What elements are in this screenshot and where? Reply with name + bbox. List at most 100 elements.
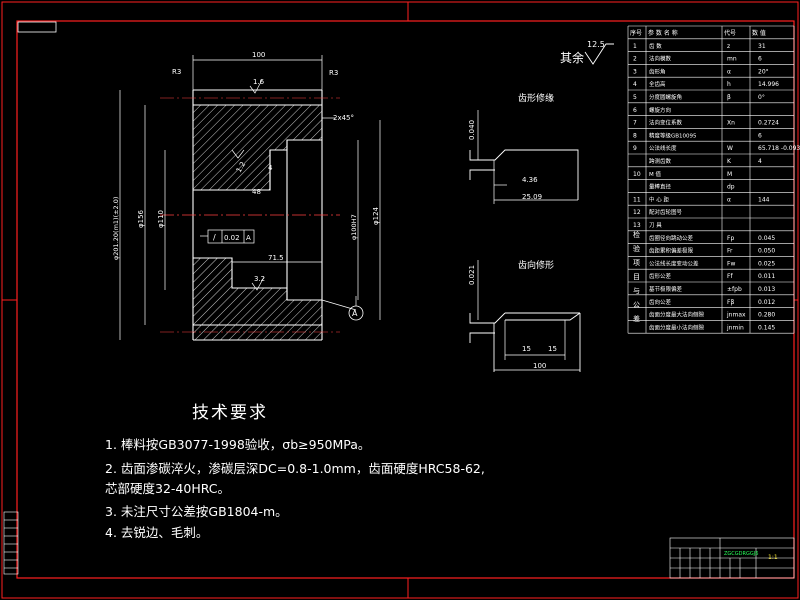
lead-total-dim: 100 (533, 362, 546, 370)
dim-bore-depth: 71.5 (268, 254, 284, 262)
dim-bore-len: 48 (252, 188, 261, 196)
table-row-code: jnmin (726, 324, 744, 331)
surface-default-value: 12.5 (587, 40, 605, 49)
table-row-name: 齿 数 (649, 42, 662, 50)
table-row-name: 齿距累积偏差极限 (649, 247, 694, 255)
table-row-code: jnmax (726, 312, 746, 319)
table-row-value: 144 (758, 196, 770, 203)
dim-radius-left: R3 (172, 68, 181, 76)
table-row-code: h (727, 81, 731, 88)
table-header: 代号 (724, 29, 736, 37)
table-row-value: 65.718 -0.093 (758, 145, 800, 152)
dim-surface-top: 1.6 (253, 78, 265, 86)
table-row-code: Ff (727, 273, 733, 280)
lead-vertical-dim: 0.021 (468, 265, 476, 285)
table-row-no: 13 (633, 222, 641, 229)
surface-symbol-top (249, 79, 263, 94)
dim-chamfer: 2x45° (333, 114, 354, 122)
crown-short-dim: 4.36 (522, 176, 538, 184)
table-row-name: 公法线长度变动公差 (649, 259, 699, 267)
table-row-no: 2 (633, 56, 637, 63)
table-row-no: 9 (633, 145, 637, 152)
dim-surface-bore: 3.2 (254, 275, 265, 283)
table-row-code: Fp (727, 235, 734, 242)
dim-dia-right: φ124 (372, 206, 380, 225)
surface-symbol-bore (251, 276, 265, 291)
table-row-code: dp (727, 184, 735, 191)
table-row-name: 齿形公差 (649, 272, 672, 280)
table-row-code: α (727, 68, 731, 75)
table-row-name: 法向变位系数 (649, 119, 683, 127)
table-row-name: 齿形角 (649, 67, 666, 75)
table-group-label-char: 差 (633, 314, 640, 323)
datum-a-circle (348, 305, 364, 321)
crown-profile-detail: 齿形修缘 0.040 4.36 25.09 (468, 92, 579, 204)
table-row-value: 20° (758, 68, 769, 75)
requirements-title: 技术要求 (192, 403, 268, 423)
drawing-scale: 1:1 (768, 554, 778, 561)
table-row-name: 精度等级GB10095 (649, 131, 697, 139)
table-row-name: 基节极限偏差 (649, 285, 683, 293)
table-row-value: 0.013 (758, 286, 775, 293)
table-row-value: 0.045 (758, 235, 775, 242)
table-row-code: ±fpb (727, 286, 742, 293)
table-row-code: Fβ (727, 299, 734, 306)
table-row-code: Fw (727, 260, 735, 267)
table-header: 数 值 (752, 29, 766, 37)
corner-tag (17, 21, 57, 33)
table-row-value: 0.280 (758, 312, 775, 319)
table-row-code: Xn (727, 120, 735, 127)
table-row-name: 刀 具 (649, 222, 662, 229)
table-row-no: 8 (633, 132, 637, 139)
lead-right-dim: 15 (548, 345, 557, 353)
crown-profile-title: 齿形修缘 (518, 92, 554, 104)
table-row-value: 31 (758, 43, 766, 50)
table-row-name: 齿面分度最小法向侧隙 (649, 323, 705, 331)
hatch-bottom (193, 258, 322, 340)
crown-vertical-dim: 0.040 (468, 120, 476, 140)
table-row-code: z (727, 43, 730, 50)
table-row-code: β (727, 94, 731, 101)
table-row-name: 齿向公差 (649, 298, 672, 306)
table-row-code: W (727, 145, 733, 152)
requirement-item: 芯部硬度32-40HRC。 (105, 481, 231, 496)
table-header: 参 数 名 称 (648, 29, 678, 37)
requirement-item: 3. 未注尺寸公差按GB1804-m。 (105, 504, 288, 519)
requirement-item: 4. 去锐边、毛刺。 (105, 525, 209, 540)
dim-dia-bore: φ100H7 (350, 214, 358, 240)
lead-left-dim: 15 (522, 345, 531, 353)
table-row-value: 6 (758, 56, 762, 63)
table-row-code: mn (727, 56, 737, 63)
svg-text:0.02: 0.02 (224, 234, 240, 242)
table-row-no: 1 (633, 43, 637, 50)
table-row-code: Fr (727, 248, 733, 255)
crown-long-dim: 25.09 (522, 193, 542, 201)
title-block (669, 537, 795, 579)
table-row-value: 6 (758, 132, 762, 139)
surface-default-symbol (584, 43, 614, 65)
table-group-label-char: 公 (633, 301, 640, 309)
dim-outer-dia: φ201.20(m1)(±2.0) (112, 197, 120, 260)
table-row-name: 法向模数 (649, 55, 672, 63)
table-group-label-char: 项 (633, 259, 640, 267)
requirement-item: 2. 齿面渗碳淬火，渗碳层深DC=0.8-1.0mm，齿面硬度HRC58-62, (105, 461, 485, 476)
table-row-code: α (727, 196, 731, 203)
table-row-name: 配对齿轮图号 (649, 208, 683, 216)
table-row-value: 0.012 (758, 299, 775, 306)
table-row-value: 0.145 (758, 324, 775, 331)
table-row-no: 3 (633, 68, 637, 75)
table-row-name: 跨测齿数 (649, 157, 672, 165)
table-row-value: 0.025 (758, 260, 775, 267)
table-header: 序号 (630, 29, 642, 37)
table-row-no: 10 (633, 171, 641, 178)
table-row-value: 14.996 (758, 81, 779, 88)
table-row-code: M (727, 171, 732, 178)
table-row-name: 中 心 距 (649, 195, 669, 203)
table-group-label-char: 验 (633, 244, 640, 253)
table-row-no: 12 (633, 209, 641, 216)
lead-profile-title: 齿向修形 (518, 259, 554, 271)
table-row-no: 11 (633, 196, 641, 203)
requirement-item: 1. 棒料按GB3077-1998验收，σb≥950MPa。 (105, 437, 371, 452)
